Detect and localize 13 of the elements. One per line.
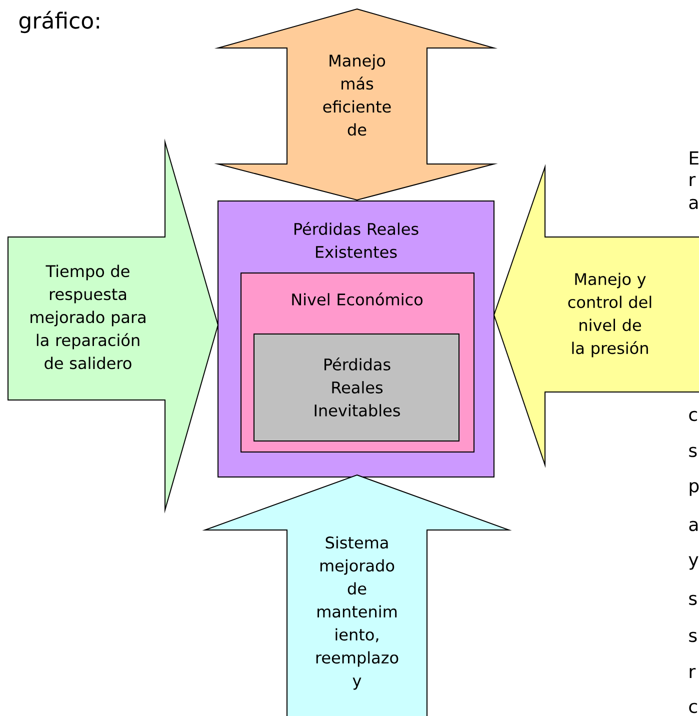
text: a	[689, 520, 698, 532]
text: c	[689, 702, 697, 714]
text: s	[689, 632, 697, 642]
text: y	[688, 556, 698, 570]
text: p	[690, 482, 699, 496]
text: r	[690, 176, 696, 186]
nested-box: Pérdidas Reales Inevitables	[254, 334, 460, 442]
text: c	[689, 410, 697, 422]
text: gráfico:	[19, 10, 99, 34]
text: s	[689, 446, 697, 458]
text: s	[689, 594, 697, 606]
text: r	[690, 668, 696, 678]
text: a	[689, 198, 698, 210]
